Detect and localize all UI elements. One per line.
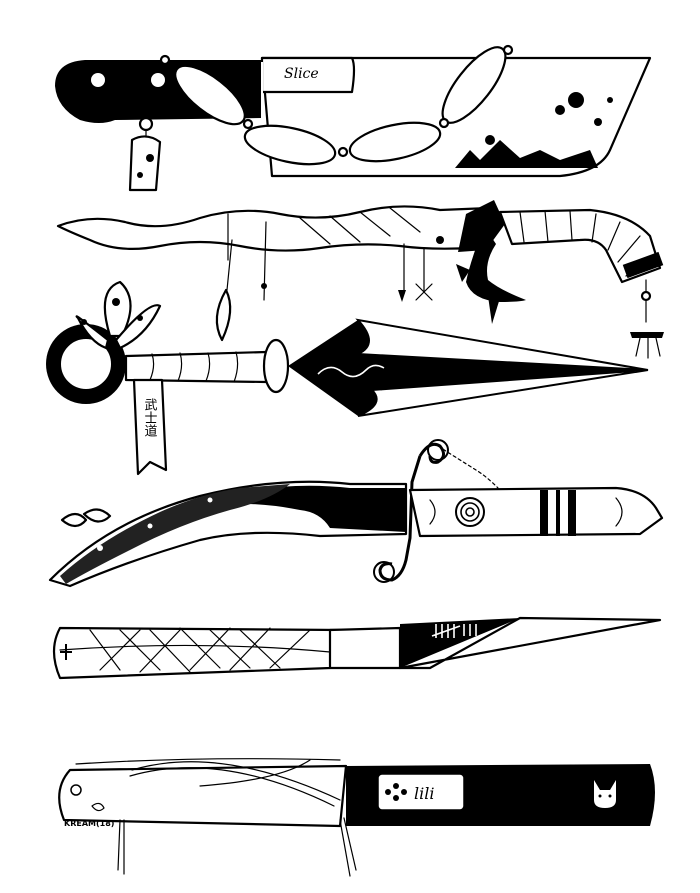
- bowie-knife: [48, 439, 664, 588]
- kunai-tag-text: 武士道: [142, 398, 158, 437]
- kiridashi: [52, 616, 662, 680]
- pocket-knife-label: lili: [414, 784, 434, 803]
- sausage-chain: [159, 44, 514, 166]
- artist-signature: KREAM(18): [64, 819, 114, 828]
- cleaver: Slice: [55, 44, 652, 192]
- kris-dagger: [56, 200, 664, 359]
- kunai: 武士道: [46, 280, 649, 476]
- pocket-knife: lili: [58, 758, 655, 877]
- butterfly: [75, 280, 162, 350]
- cleaver-inscription: Slice: [284, 66, 319, 82]
